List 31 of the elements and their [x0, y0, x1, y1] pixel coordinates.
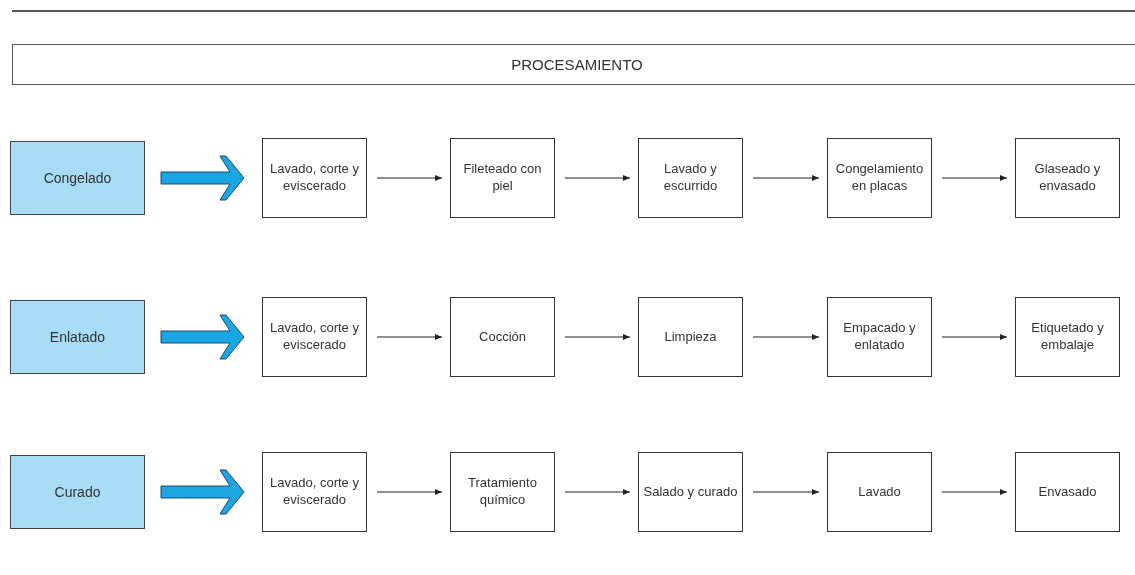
arrow [564, 175, 631, 181]
process-box: Tratamiento químico [450, 452, 555, 532]
process-box: Lavado y escurrido [638, 138, 743, 218]
process-box: Fileteado con piel [450, 138, 555, 218]
category-box: Congelado [10, 141, 145, 215]
process-box: Limpieza [638, 297, 743, 377]
arrow [941, 175, 1008, 181]
arrow [752, 489, 820, 495]
arrow [564, 489, 631, 495]
process-box: Cocción [450, 297, 555, 377]
process-box: Lavado, corte y eviscerado [262, 452, 367, 532]
process-box: Salado y curado [638, 452, 743, 532]
process-box: Empacado y enlatado [827, 297, 932, 377]
process-box: Lavado, corte y eviscerado [262, 138, 367, 218]
category-box: Curado [10, 455, 145, 529]
process-box: Etiquetado y embalaje [1015, 297, 1120, 377]
process-box: Lavado, corte y eviscerado [262, 297, 367, 377]
process-box: Envasado [1015, 452, 1120, 532]
arrow [376, 334, 443, 340]
arrow [752, 334, 820, 340]
arrow [564, 334, 631, 340]
arrow [376, 489, 443, 495]
arrow [941, 489, 1008, 495]
arrow [376, 175, 443, 181]
arrow [752, 175, 820, 181]
process-box: Glaseado y envasado [1015, 138, 1120, 218]
category-box: Enlatado [10, 300, 145, 374]
process-box: Congelamiento en placas [827, 138, 932, 218]
process-box: Lavado [827, 452, 932, 532]
arrow [941, 334, 1008, 340]
section-header: PROCESAMIENTO [12, 44, 1135, 85]
